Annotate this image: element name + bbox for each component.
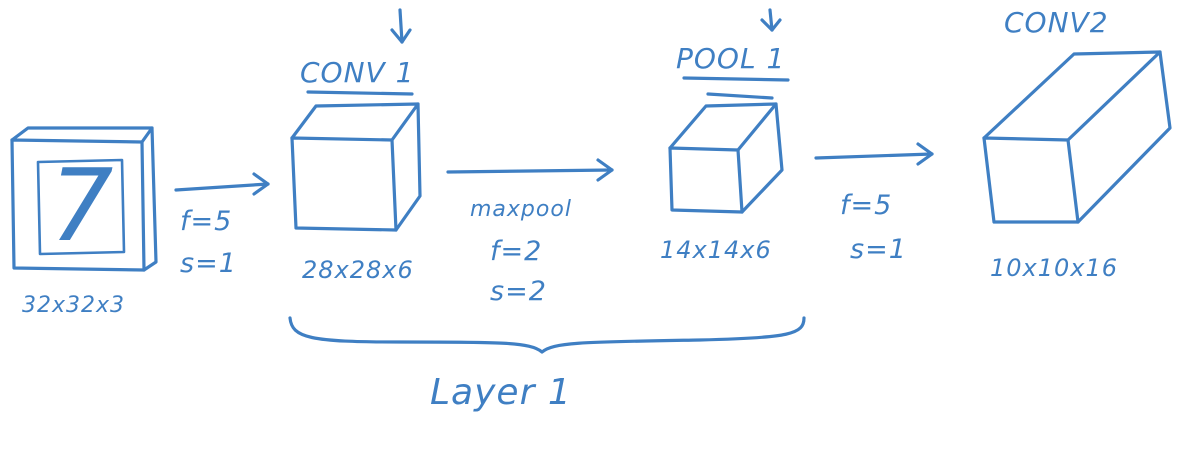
layer1-label: Layer 1 <box>430 372 572 413</box>
arrow-conv1-to-pool1 <box>446 158 614 182</box>
conv2-title: CONV2 <box>1004 6 1109 39</box>
pool1-down-arrow <box>760 8 782 32</box>
arrow-pool1-to-conv2 <box>814 142 934 166</box>
step2-filter: f=5 <box>840 190 892 221</box>
pool1-title: POOL 1 <box>676 42 785 75</box>
conv2-volume <box>982 50 1172 224</box>
conv1-title: CONV 1 <box>300 56 414 89</box>
step2-stride: s=1 <box>850 234 907 265</box>
pool1-title-underline <box>682 76 790 82</box>
step1-filter: f=5 <box>180 206 232 237</box>
input-side-face <box>142 126 158 272</box>
conv1-title-underline <box>306 90 414 96</box>
input-top-face <box>10 126 154 144</box>
conv1-volume <box>290 102 422 232</box>
maxpool-label: maxpool <box>470 197 572 222</box>
conv1-dims: 28x28x6 <box>302 256 414 284</box>
layer1-brace <box>288 316 806 354</box>
conv2-dims: 10x10x16 <box>990 254 1118 282</box>
maxpool-stride: s=2 <box>490 276 547 307</box>
input-inner-frame <box>36 158 126 256</box>
step1-stride: s=1 <box>180 248 237 279</box>
conv1-down-arrow <box>390 8 412 44</box>
input-digit: 7 <box>50 147 115 264</box>
pool1-volume <box>668 102 784 214</box>
input-dims: 32x32x3 <box>22 293 125 318</box>
arrow-input-to-conv1 <box>174 172 270 196</box>
input-volume: 7 <box>10 126 158 272</box>
maxpool-filter: f=2 <box>490 236 542 267</box>
pool1-top-line <box>706 92 774 100</box>
pool1-dims: 14x14x6 <box>660 236 772 264</box>
